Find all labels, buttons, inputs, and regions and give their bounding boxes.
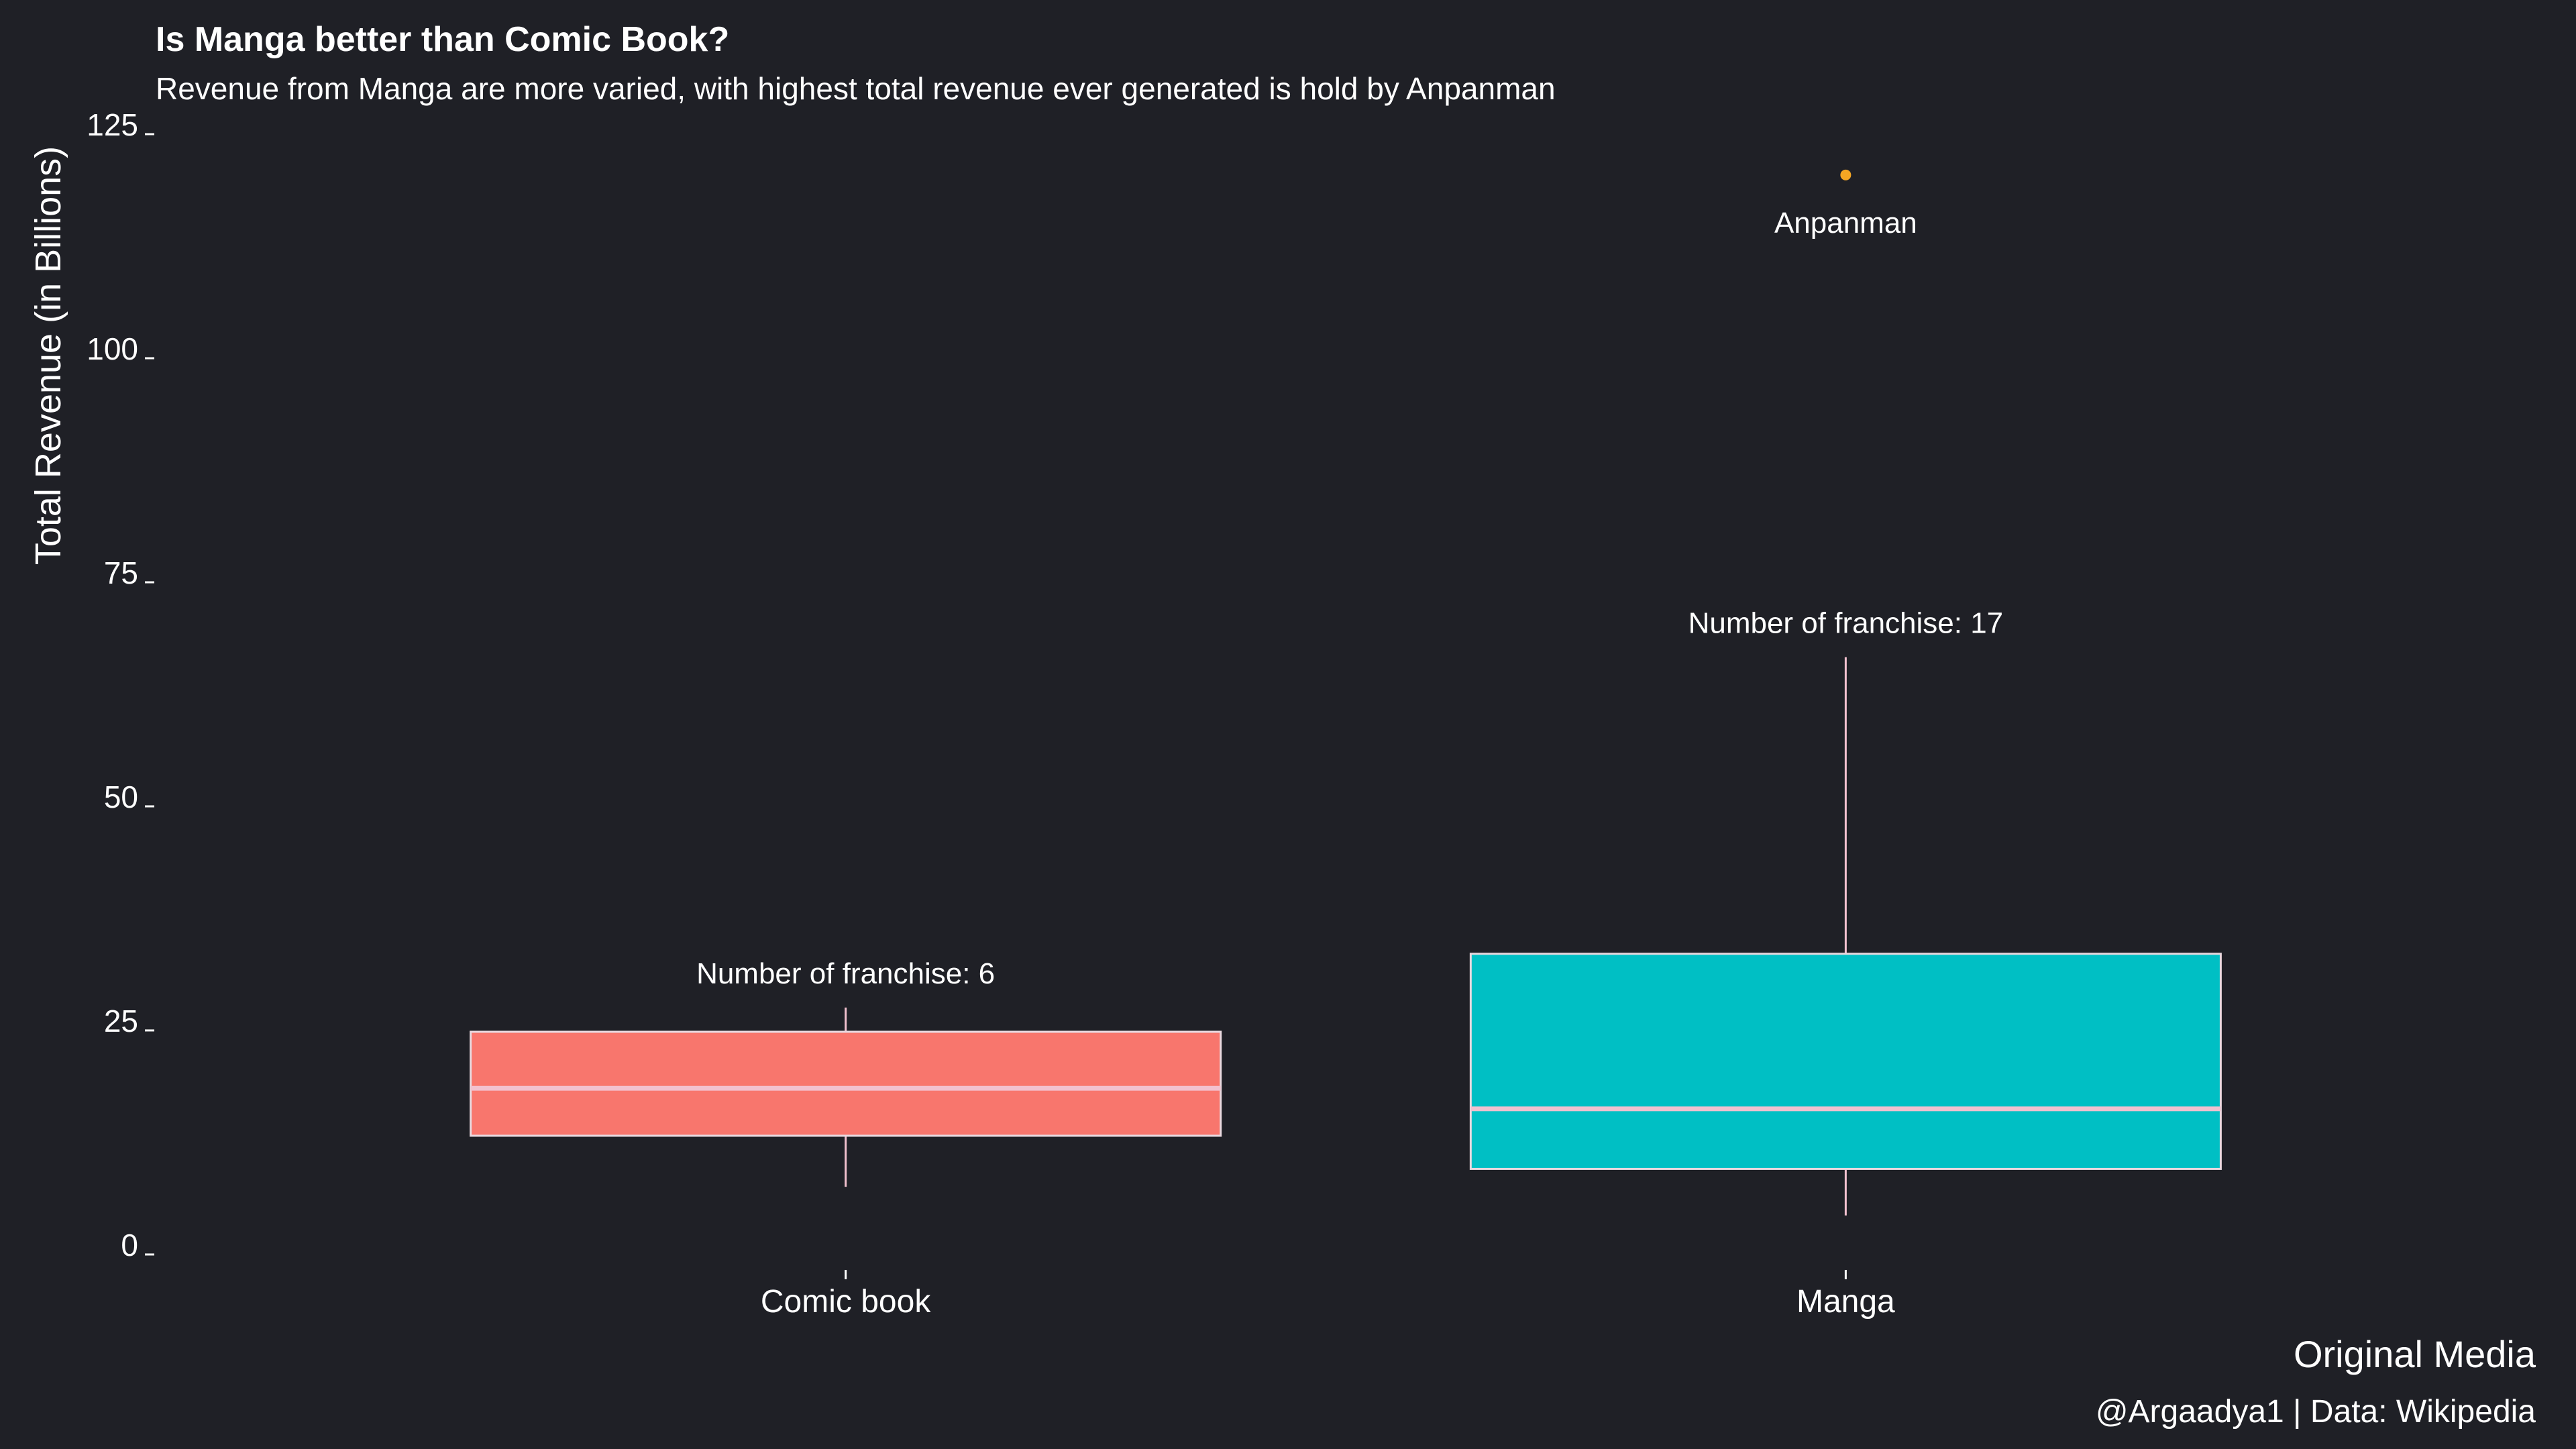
iqr-box: [1469, 953, 2222, 1170]
x-tick-label: Comic book: [761, 1284, 931, 1320]
y-tick-label: 75: [104, 555, 138, 590]
chart-title: Is Manga better than Comic Book?: [156, 20, 729, 59]
outlier-label: Anpanman: [1774, 207, 1917, 239]
y-tick-label: 125: [87, 107, 138, 142]
x-tick-label: Manga: [1796, 1284, 1895, 1320]
franchise-count-label: Number of franchise: 17: [1688, 607, 2004, 640]
y-tick-label: 50: [104, 780, 138, 814]
y-tick-label: 25: [104, 1004, 138, 1038]
y-axis-label: Total Revenue (in Billions): [28, 146, 68, 565]
box-series: Number of franchise: 6 Number of franchis…: [470, 169, 2222, 1216]
iqr-box: [470, 1030, 1222, 1137]
y-tick-label: 0: [121, 1228, 138, 1263]
box-comic-book: Number of franchise: 6: [470, 957, 1222, 1187]
chart-caption: @Argaadya1 | Data: Wikipedia: [2096, 1394, 2536, 1430]
box-manga: Number of franchise: 17 Anpanman: [1469, 169, 2222, 1216]
x-axis-label: Original Media: [2294, 1333, 2536, 1375]
chart-subtitle: Revenue from Manga are more varied, with…: [156, 71, 1556, 106]
x-axis-ticks: Comic book Manga: [761, 1270, 1895, 1320]
franchise-count-label: Number of franchise: 6: [696, 957, 995, 990]
outlier-point: [1840, 169, 1851, 180]
y-axis-ticks: 0 25 50 75 100 125: [87, 107, 154, 1263]
y-tick-label: 100: [87, 331, 138, 366]
